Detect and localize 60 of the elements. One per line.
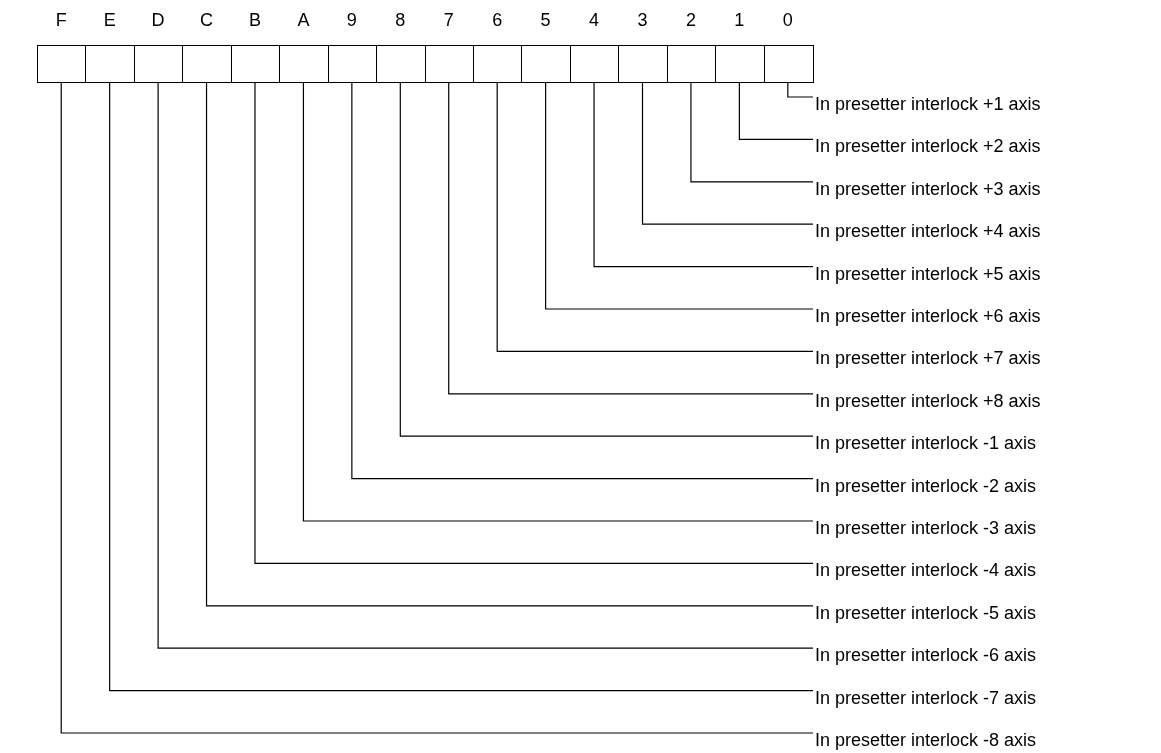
bit-cell xyxy=(327,45,378,83)
bit-description: In presetter interlock +3 axis xyxy=(815,177,1041,200)
leader-line xyxy=(787,82,814,98)
leader-line xyxy=(738,82,814,140)
bit-description: In presetter interlock -7 axis xyxy=(815,686,1037,709)
bit-number: 9 xyxy=(345,9,358,31)
leader-line xyxy=(351,82,814,480)
bit-cell xyxy=(618,45,669,83)
bit-description: In presetter interlock -6 axis xyxy=(815,644,1037,667)
bit-cell xyxy=(666,45,717,83)
bit-description: In presetter interlock +7 axis xyxy=(815,347,1041,370)
bit-cell xyxy=(133,45,184,83)
bit-description: In presetter interlock +1 axis xyxy=(815,93,1041,115)
bit-number: F xyxy=(54,9,68,31)
bit-number: B xyxy=(247,9,262,31)
bit-number: E xyxy=(102,9,117,31)
leader-line xyxy=(399,82,814,437)
bit-cell xyxy=(569,45,620,83)
bit-description: In presetter interlock +6 axis xyxy=(815,305,1041,327)
bit-cell xyxy=(715,45,766,83)
bit-cell xyxy=(424,45,475,83)
bit-description: In presetter interlock -2 axis xyxy=(815,474,1037,497)
bit-description: In presetter interlock +4 axis xyxy=(815,220,1041,243)
bit-number: D xyxy=(150,9,166,31)
bit-cell xyxy=(230,45,281,83)
bit-number: 8 xyxy=(394,9,407,31)
leader-line xyxy=(690,82,814,183)
bit-cell xyxy=(376,45,426,83)
bit-description: In presetter interlock +8 axis xyxy=(815,389,1041,412)
bit-number: 5 xyxy=(539,9,552,31)
bit-cell xyxy=(85,45,136,83)
bit-description: In presetter interlock -5 axis xyxy=(815,601,1037,624)
bit-number: 0 xyxy=(781,9,794,31)
leader-line xyxy=(593,82,814,268)
bit-cell xyxy=(182,45,233,83)
bit-number: C xyxy=(199,9,215,31)
bit-description: In presetter interlock -8 axis xyxy=(815,729,1037,751)
bit-cell xyxy=(521,45,572,83)
bit-cell xyxy=(279,45,330,83)
bit-description: In presetter interlock +2 axis xyxy=(815,135,1041,158)
bit-number: A xyxy=(296,9,311,31)
bit-cell xyxy=(763,45,814,83)
bit-number: 1 xyxy=(733,9,746,31)
bit-number: 4 xyxy=(588,9,601,31)
bit-number: 6 xyxy=(491,9,504,31)
bit-description: In presetter interlock +5 axis xyxy=(815,262,1041,285)
leader-line xyxy=(545,82,814,310)
bit-description: In presetter interlock -3 axis xyxy=(815,517,1037,539)
bit-number: 3 xyxy=(636,9,649,31)
leader-line xyxy=(254,82,814,564)
bit-description: In presetter interlock -4 axis xyxy=(815,559,1037,582)
bit-cell xyxy=(37,45,87,83)
leader-line xyxy=(496,82,814,352)
leader-line xyxy=(448,82,814,395)
leader-line xyxy=(641,82,814,225)
bit-number: 2 xyxy=(684,9,697,31)
bit-cell xyxy=(472,45,523,83)
leader-line xyxy=(302,82,814,522)
bit-number: 7 xyxy=(442,9,455,31)
bit-description: In presetter interlock -1 axis xyxy=(815,432,1037,455)
